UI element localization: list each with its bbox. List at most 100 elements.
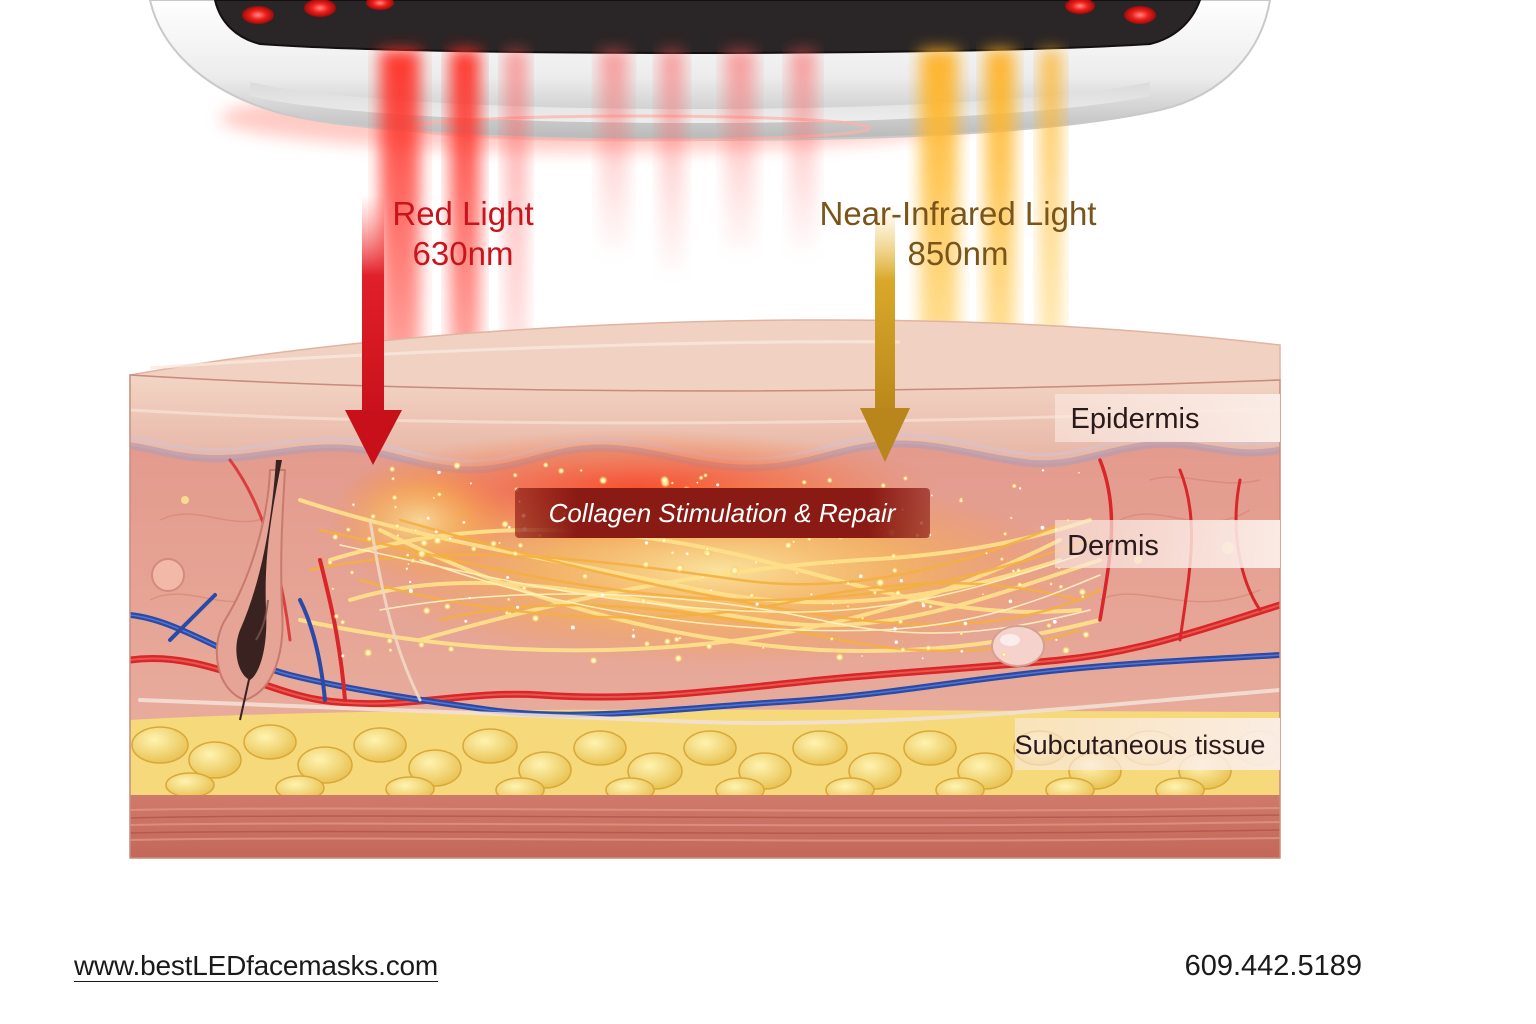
collagen-banner: Collagen Stimulation & Repair [515,488,930,538]
sparkle [880,482,887,489]
sparkle-core [601,593,604,597]
sparkle [470,545,478,553]
sparkle [860,616,865,620]
subcutaneous-label: Subcutaneous tissue [1015,730,1266,760]
sparkle [704,550,712,557]
sparkle [393,505,398,510]
sparkle-core [1041,469,1045,472]
sparkle [835,652,845,662]
sparkle [598,475,608,485]
sparkle-core [709,589,712,592]
sparkle [504,610,510,616]
sparkle [333,613,340,620]
sparkle [417,641,426,649]
sparkle [678,636,682,640]
sparkle [1046,622,1052,629]
sparkle [958,498,964,504]
sparkle [643,640,651,648]
sparkle [795,571,799,575]
sparkle [422,606,432,616]
red-light-label: Red Light 630nm [392,195,533,272]
sparkle [1078,587,1087,597]
sparkle-core [462,521,466,524]
sparkle [1081,630,1091,639]
sparkle [517,542,524,549]
nir-light-title: Near-Infrared Light [820,195,1097,232]
sparkle [1015,567,1022,574]
hair-follicle [215,460,287,721]
sparkle [388,465,396,473]
sparkle [589,656,598,665]
sparkle [999,556,1005,562]
sparkle [531,613,540,623]
led-device [148,0,1272,152]
sparkle [563,586,568,590]
sparkle-core [685,552,689,556]
sparkle [829,636,835,642]
sparkle-core [696,481,699,484]
sparkle-core [644,541,649,545]
sparkle [500,519,510,529]
website-link[interactable]: www.bestLEDfacemasks.com [74,950,438,981]
sparkle-core [506,576,510,579]
sparkle [432,496,436,500]
sparkle [984,551,989,555]
sparkle-core [405,567,408,570]
sparkle [705,546,710,552]
sparkle [705,642,713,651]
sparkle-core [469,482,472,485]
sparkle-core [1052,619,1057,624]
layer-label-epidermis: Epidermis [1055,394,1280,442]
sparkle-core [426,516,430,520]
layer-label-subcutaneous: Subcutaneous tissue [1015,718,1280,770]
sparkle-core [810,593,813,596]
sparkle [959,631,964,636]
sparkle-core [893,627,897,631]
sparkle-core [1055,638,1058,641]
sparkle-core [931,494,933,497]
sparkle [452,461,462,470]
sparkle [894,589,902,597]
sparkle [791,540,796,544]
blood-vessels [130,458,1280,725]
sparkle-core [448,537,452,540]
sparkle [512,472,518,478]
sparkle-core [352,503,355,506]
nir-light-arrow [860,205,910,462]
sparkle-core [963,621,968,626]
sparkle-core [408,589,413,593]
sparkle [388,647,393,653]
sparkle-core [1012,569,1015,573]
sparkle [748,592,755,599]
sparkle-core [631,634,636,638]
sparkle [925,644,932,652]
sparkle-core [921,603,926,608]
sparkle-core [982,593,984,596]
sparkle-core [847,582,849,584]
layer-label-dermis: Dermis [1055,520,1280,568]
sparkle [670,550,675,556]
collagen-banner-text: Collagen Stimulation & Repair [549,498,897,528]
sparkle [641,560,650,569]
sparkle-core [861,655,863,657]
sparkle [443,602,452,611]
sparkle [447,645,455,653]
epidermis-layer [130,375,1280,470]
sparkle [660,537,668,544]
sparkle-core [831,603,834,605]
sparkle [890,552,897,560]
sparkle [830,561,835,566]
sparkle [902,475,909,482]
sparkle-core [508,526,511,529]
sparkle-core [468,596,471,600]
sparkle [784,541,793,550]
nir-light-label: Near-Infrared Light 850nm [820,195,1097,272]
sparkle [698,475,704,481]
sparkle [899,646,907,654]
sparkle [928,604,933,610]
sparkle [349,569,355,575]
sparkle [386,637,394,645]
sparkle [327,559,334,566]
sparkle-core [406,553,410,557]
